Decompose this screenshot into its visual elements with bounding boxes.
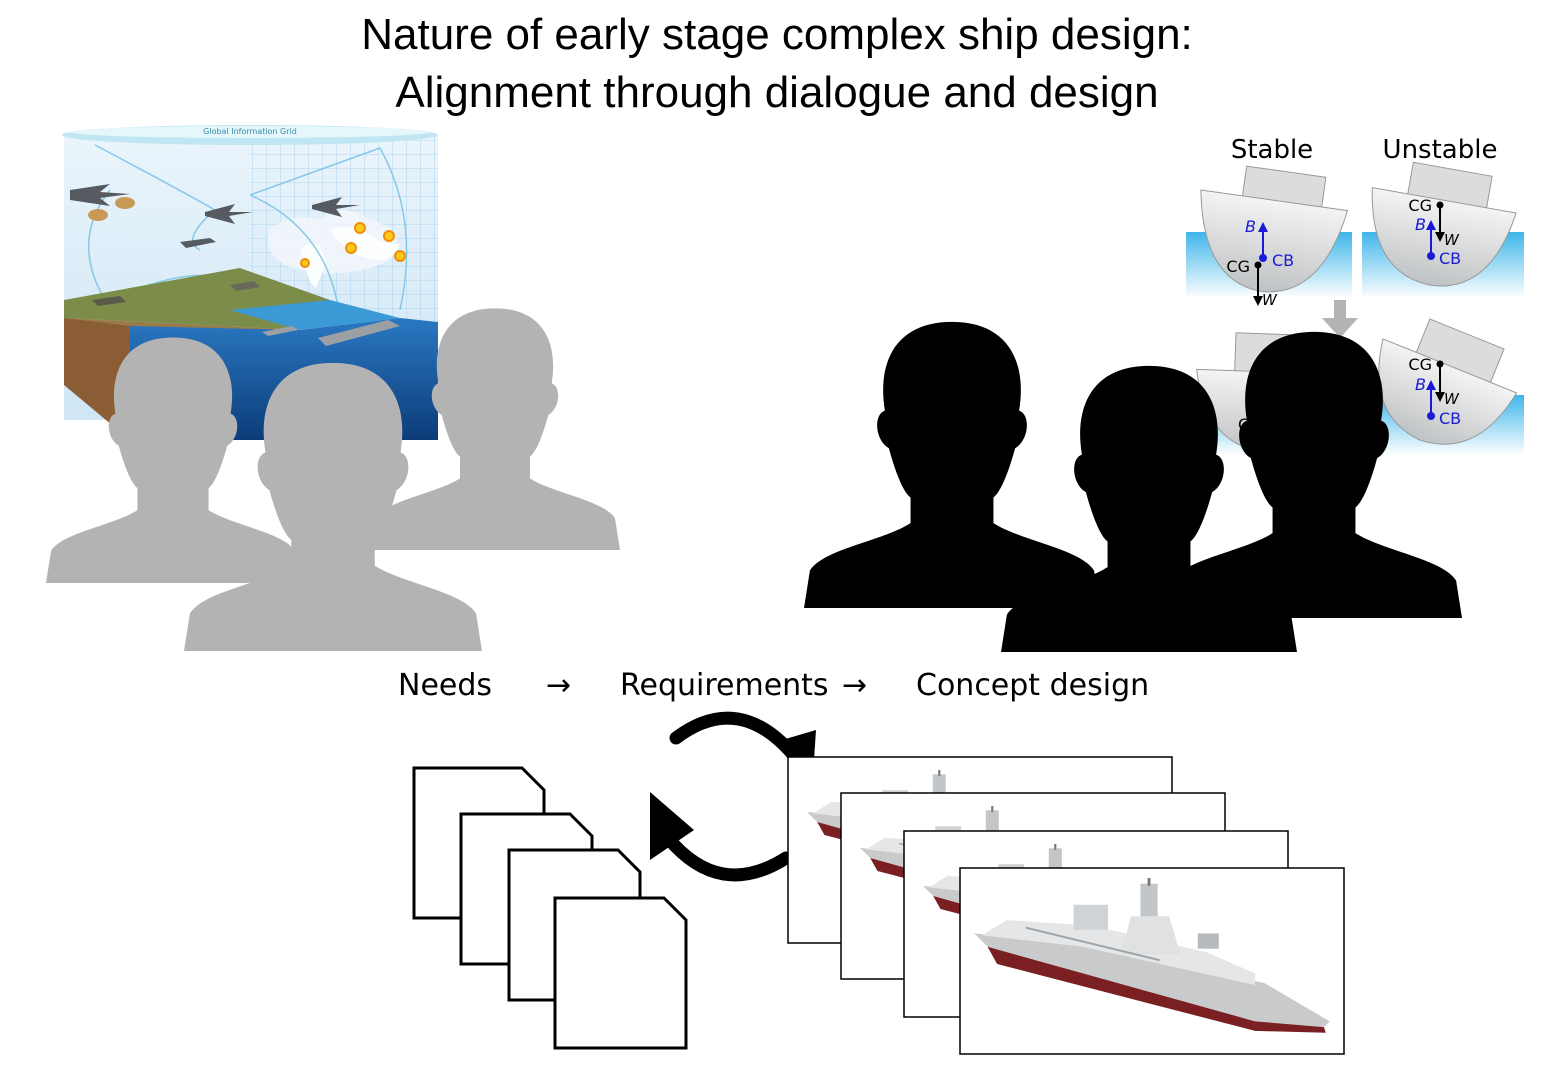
concept-design-cards bbox=[787, 756, 1345, 1055]
flow-arrow-2: → bbox=[842, 668, 868, 703]
unstable-b-label: B bbox=[1415, 215, 1426, 234]
flow-needs: Needs bbox=[398, 668, 493, 703]
lower-cb-label: CB bbox=[1439, 409, 1461, 428]
lower-w-label: W bbox=[1444, 390, 1460, 408]
unstable-label: Unstable bbox=[1383, 135, 1498, 165]
stable-b-label: B bbox=[1245, 217, 1256, 236]
stable-label: Stable bbox=[1231, 135, 1313, 165]
title-line-2: Alignment through dialogue and design bbox=[395, 68, 1159, 117]
stability-down-arrow bbox=[1322, 318, 1358, 338]
flow-arrow-1: → bbox=[546, 668, 572, 703]
diagram-title: Nature of early stage complex ship desig… bbox=[0, 6, 1554, 122]
unstable-cg-label: CG bbox=[1408, 196, 1432, 215]
arrow-to-designs bbox=[669, 711, 803, 765]
unstable-cb-label: CB bbox=[1439, 249, 1461, 268]
stable-cg-label: CG bbox=[1226, 257, 1250, 276]
unstable-forces: B CB CG W bbox=[1408, 196, 1461, 268]
lower-b-label: B bbox=[1415, 375, 1426, 394]
requirements-documents bbox=[412, 766, 688, 1050]
stable-forces: B CB CG W bbox=[1226, 217, 1294, 309]
global-information-grid-label: Global Information Grid bbox=[203, 127, 297, 136]
arrow-to-requirements bbox=[661, 831, 793, 882]
unstable-w-label: W bbox=[1444, 231, 1460, 249]
stable-cb-label: CB bbox=[1272, 251, 1294, 270]
flow-concept-design: Concept design bbox=[916, 668, 1150, 703]
document-page bbox=[553, 896, 688, 1050]
designer-silhouette bbox=[804, 321, 1100, 608]
operational-scene-illustration: Global Information Grid bbox=[62, 125, 438, 440]
flow-requirements: Requirements bbox=[620, 668, 829, 703]
designer-group bbox=[804, 321, 1462, 652]
concept-design-card bbox=[959, 867, 1345, 1055]
lower-unstable-forces: B CB CG W bbox=[1408, 355, 1461, 428]
lower-unstable-cg-label: CG bbox=[1408, 355, 1432, 374]
title-line-1: Nature of early stage complex ship desig… bbox=[361, 10, 1193, 59]
stable-w-label: W bbox=[1262, 291, 1278, 309]
